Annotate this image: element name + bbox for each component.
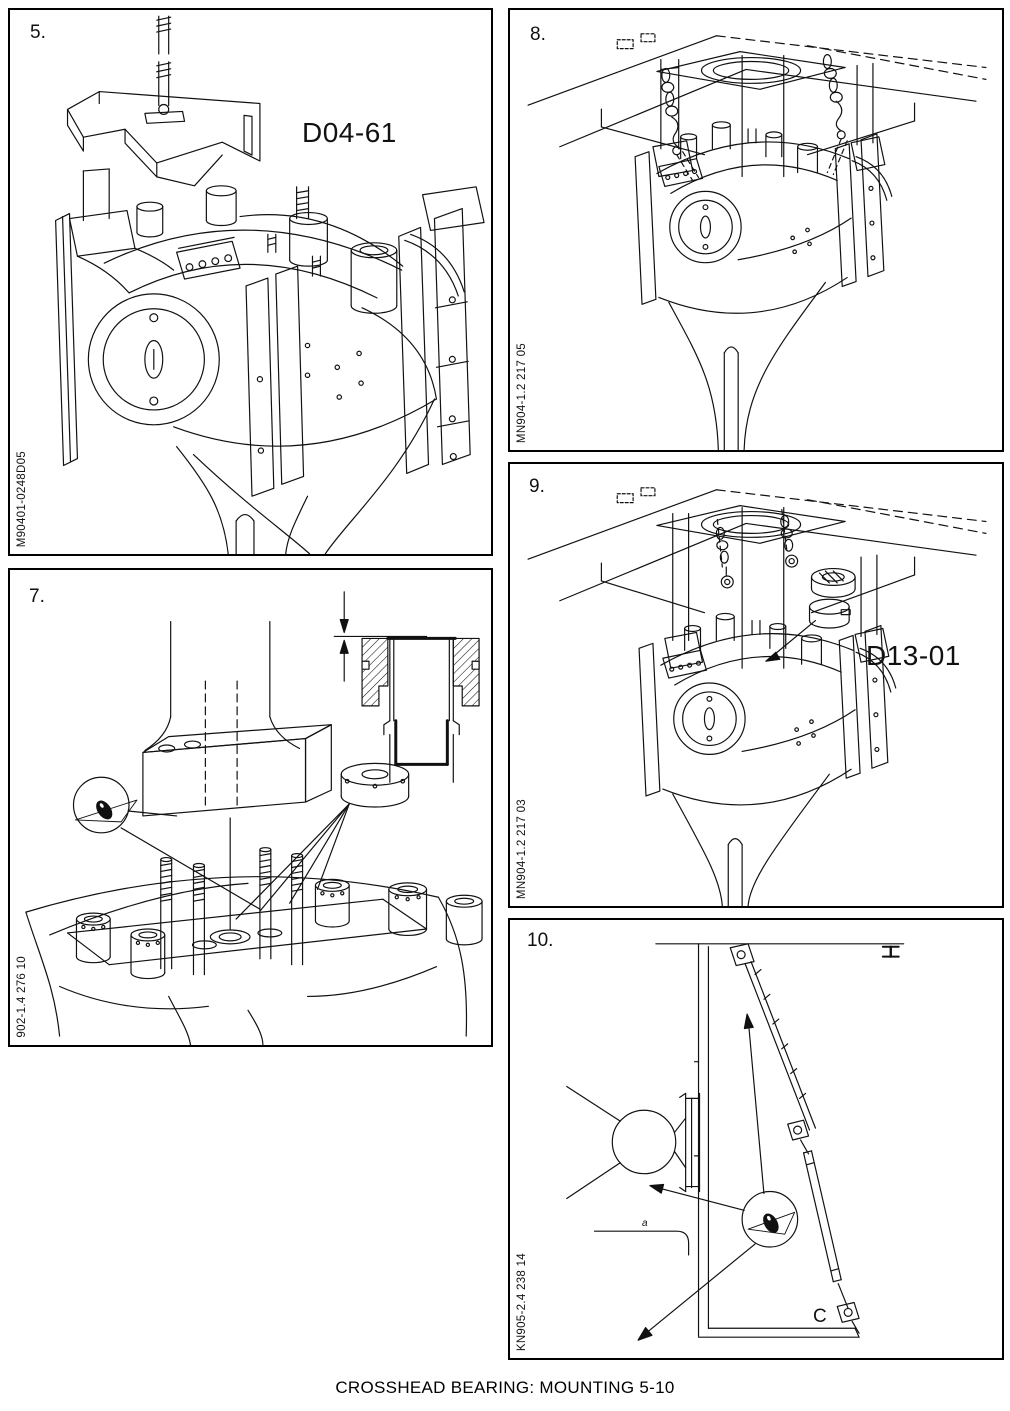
point-c-label: C bbox=[813, 1306, 827, 1327]
step-number: 7. bbox=[29, 586, 45, 607]
figure-reference: 902-1.4 276 10 bbox=[16, 956, 28, 1038]
crosshead-bearing-lifting-tool-drawing bbox=[55, 15, 485, 554]
tool-code-label: D04-61 bbox=[302, 117, 397, 148]
figure-reference: KN905-2.4 238 14 bbox=[516, 1252, 528, 1351]
frame-rope-turnbuckle-drawing bbox=[566, 943, 905, 1341]
crosshead-suspended-round-nut-drawing bbox=[527, 487, 987, 906]
figure-panel-8: 8. MN904-1.2 217 05 bbox=[508, 8, 1004, 452]
figure-panel-5: 5. D04-61 M90401-0248D05 bbox=[8, 8, 493, 556]
figure-panel-9: 9. D13-01 MN904-1.2 217 03 bbox=[508, 462, 1004, 908]
step-number: 10. bbox=[527, 930, 554, 951]
dimension-a-label: a bbox=[642, 1218, 648, 1229]
page-caption: CROSSHEAD BEARING: MOUNTING 5-10 bbox=[335, 1378, 675, 1397]
figure-panel-10: 10. C a KN905-2.4 238 14 bbox=[508, 918, 1004, 1360]
figure-reference: MN904-1.2 217 05 bbox=[516, 342, 528, 443]
crosshead-suspended-drawing bbox=[527, 33, 987, 450]
step-number: 9. bbox=[529, 476, 545, 497]
step-number: 8. bbox=[530, 24, 546, 45]
figure-panel-7: 7. 902-1.4 276 10 bbox=[8, 568, 493, 1047]
figure-reference: M90401-0248D05 bbox=[16, 450, 28, 547]
tool-code-label: D13-01 bbox=[866, 640, 961, 671]
figure-reference: MN904-1.2 217 03 bbox=[516, 798, 528, 899]
step-number: 5. bbox=[30, 22, 46, 43]
piston-rod-foot-mounting-drawing bbox=[25, 591, 483, 1045]
